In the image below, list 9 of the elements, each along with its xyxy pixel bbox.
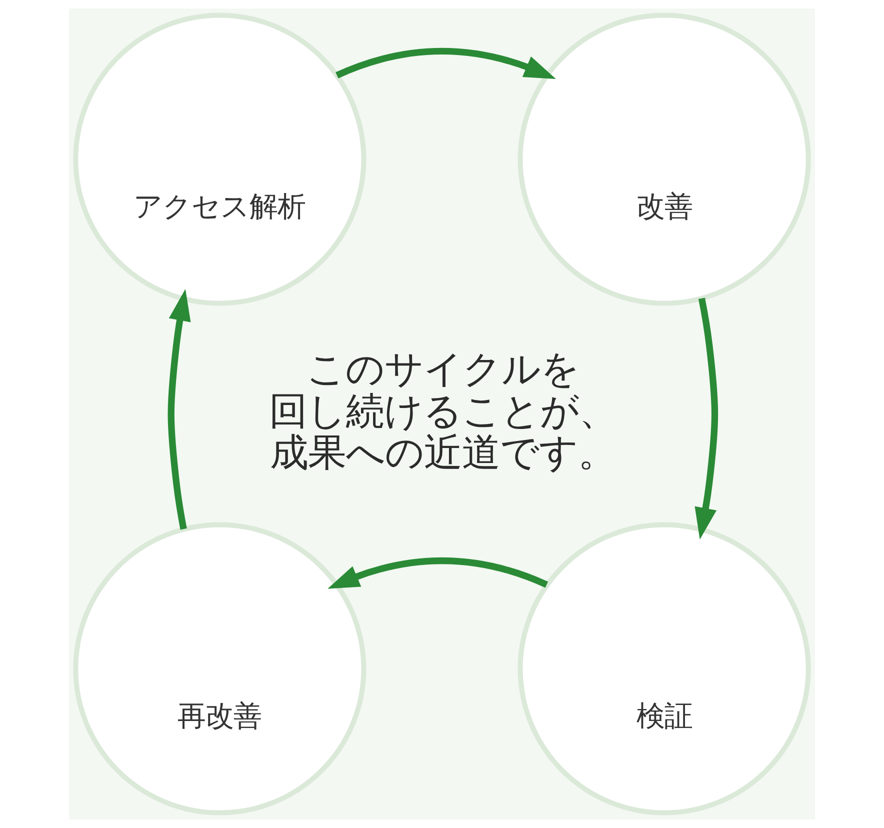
node-circle: 改善 <box>518 12 811 306</box>
node-circle: アクセス解析 <box>73 12 366 306</box>
arrow <box>336 48 556 80</box>
label: このサイクルを回し続けることが、成果への近道です。 <box>268 347 617 476</box>
node-circle: 再改善 <box>73 522 366 816</box>
arrow <box>328 558 548 589</box>
arrow <box>168 289 191 530</box>
arrow <box>694 298 718 540</box>
node-circle: 検証 <box>518 522 811 816</box>
